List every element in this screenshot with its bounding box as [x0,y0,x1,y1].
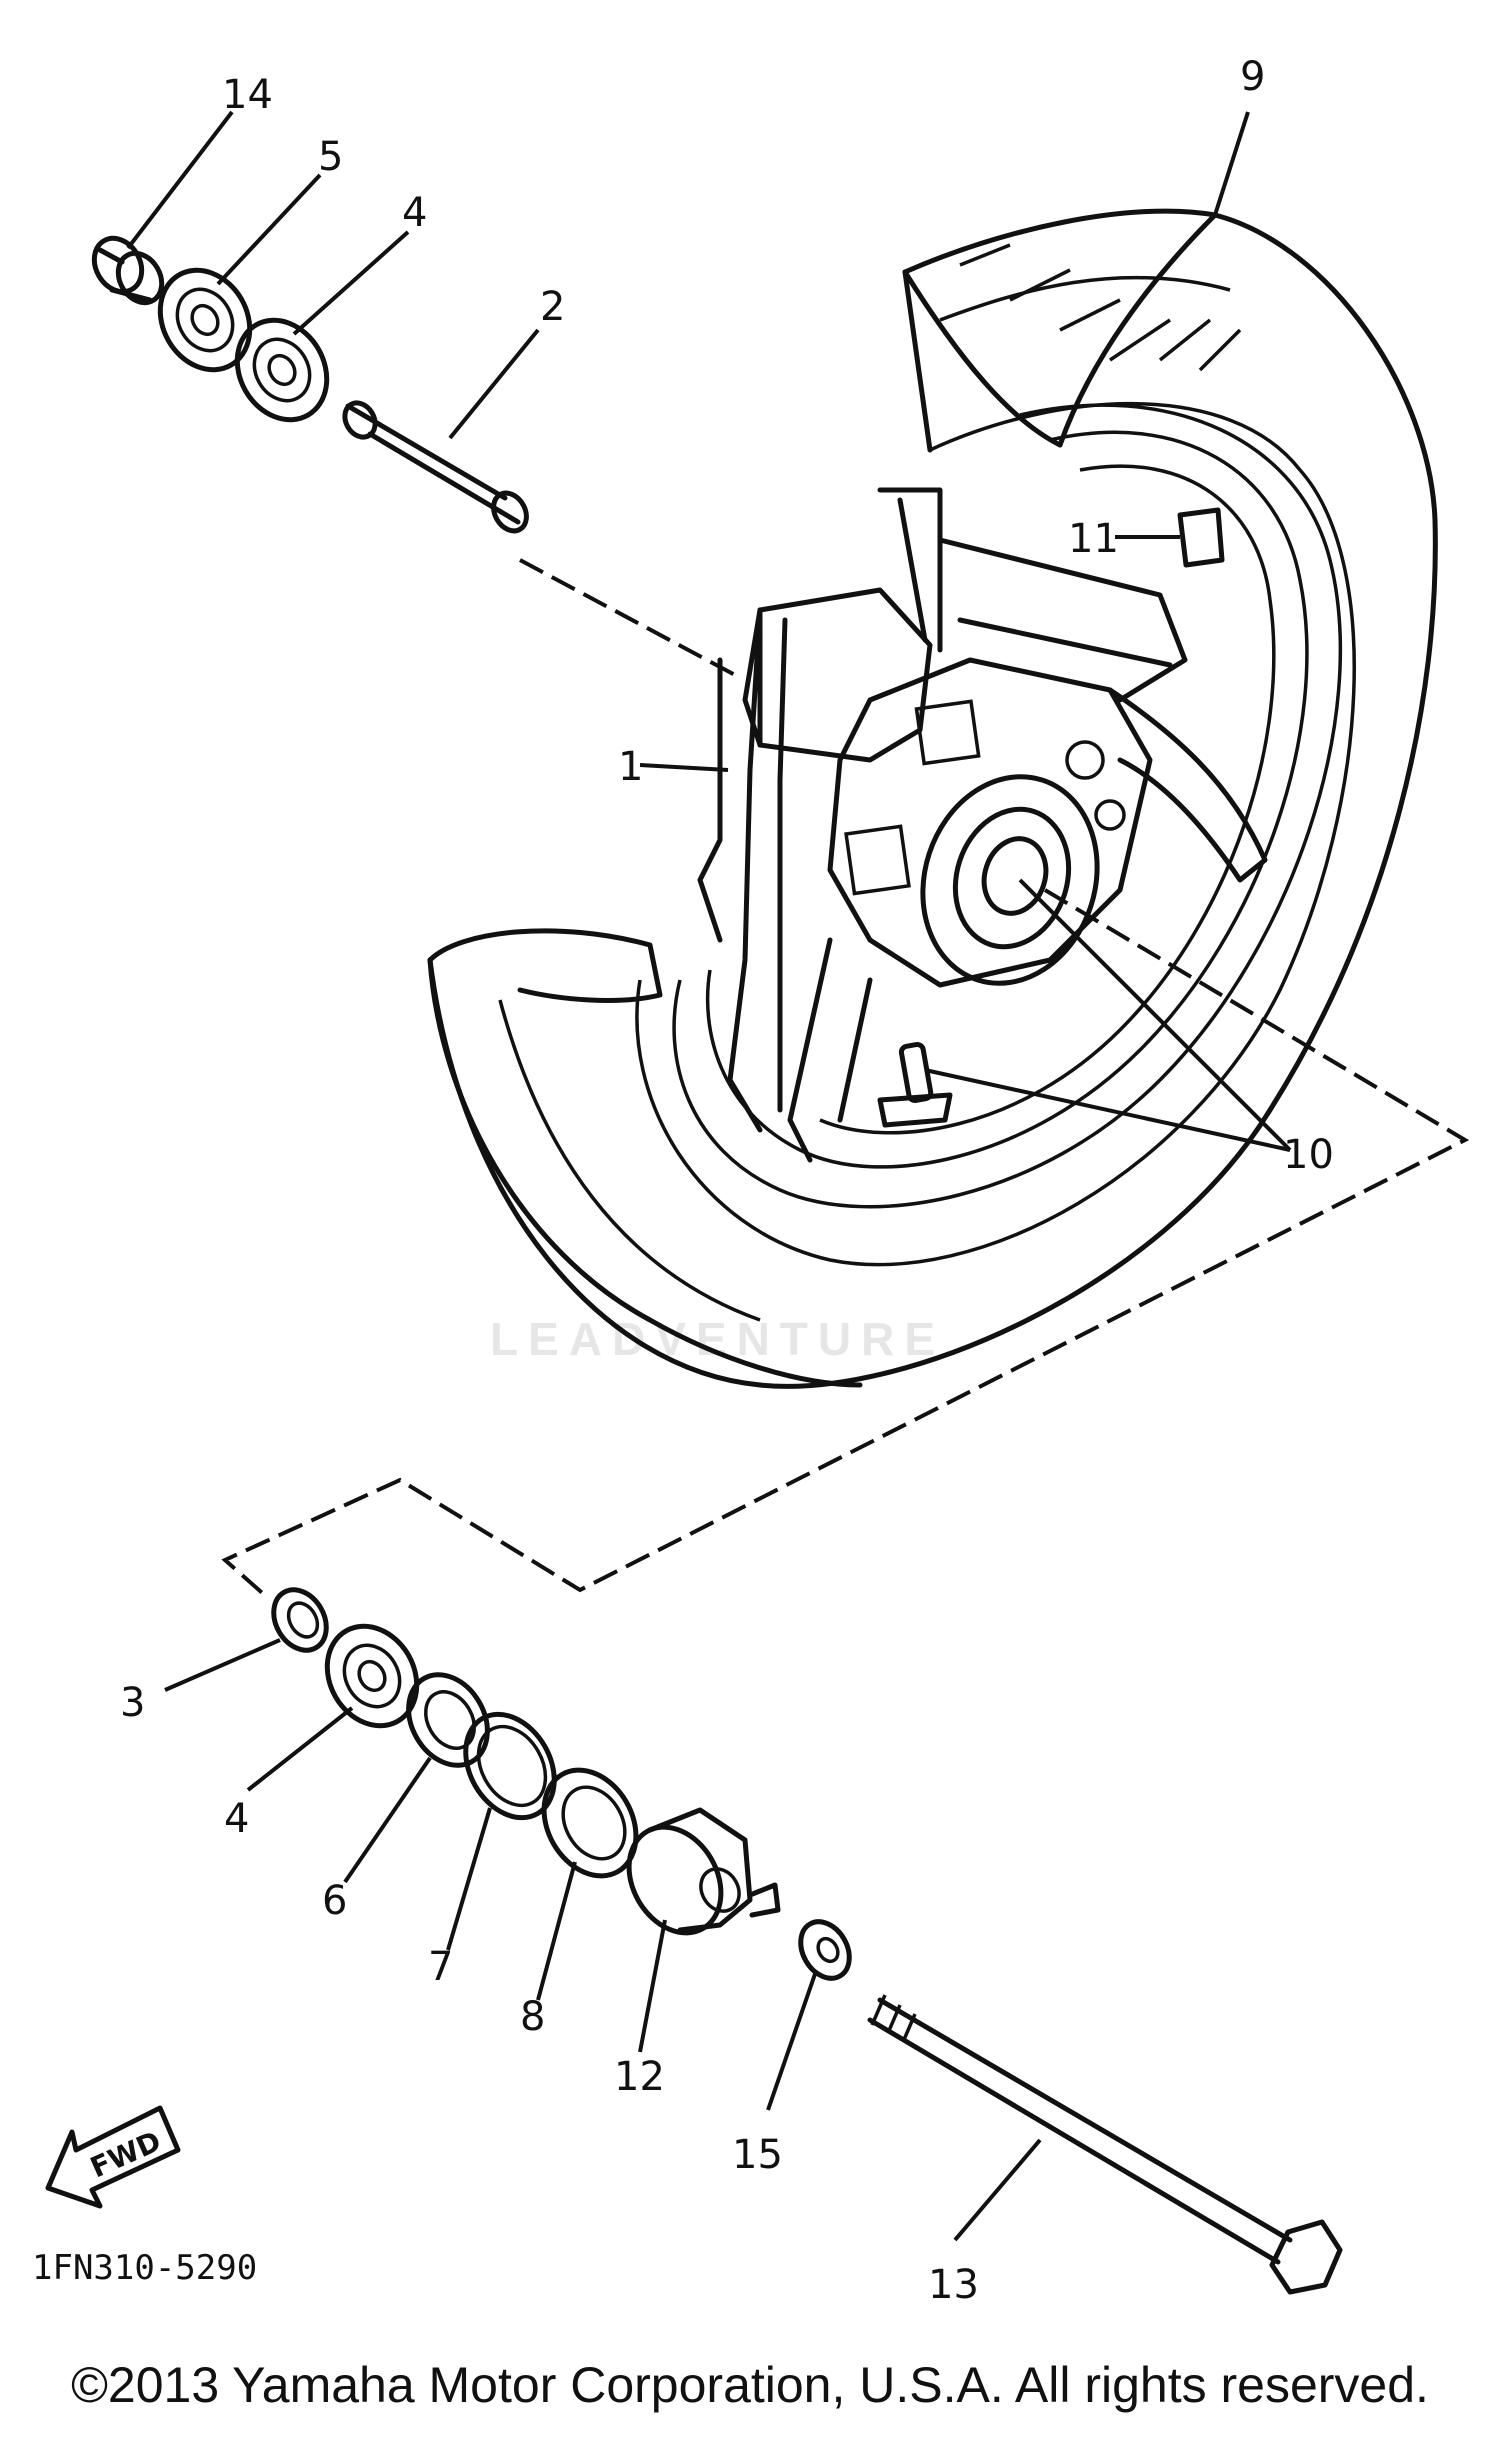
collar-14 [91,235,165,306]
fwd-arrow: FWD [45,2105,181,2209]
axle-13 [867,1994,1343,2295]
spacer-2 [342,400,529,534]
callout-5: 5 [318,134,343,180]
valve [877,1041,953,1128]
washer-7 [463,1711,557,1821]
balance-weight [1177,507,1225,568]
callout-8: 8 [520,1994,545,2040]
leader-lines [126,110,1292,2242]
bearing-5 [157,267,253,373]
callout-15: 15 [732,2132,783,2178]
meter-gear-unit-12 [626,1807,781,1936]
collar-15 [798,1919,852,1981]
callout-12: 12 [614,2054,665,2100]
callout-7: 7 [428,1944,453,1990]
bearing-4-bottom [324,1623,420,1729]
callout-4-top: 4 [402,190,427,236]
callout-11: 11 [1068,516,1119,562]
callout-2: 2 [540,284,565,330]
assembly-outline [221,558,1470,1600]
callout-9: 9 [1240,54,1265,100]
circlip-6 [406,1672,490,1768]
callout-3: 3 [120,1680,145,1726]
diagram-code: 1FN310-5290 [32,2248,258,2288]
callout-14: 14 [222,72,273,118]
copyright-notice: ©2013 Yamaha Motor Corporation, U.S.A. A… [71,2357,1429,2413]
oil-seal-3 [271,1587,329,1653]
bearing-4-top [234,317,330,423]
callout-6: 6 [322,1878,347,1924]
watermark: LEADVENTURE [490,1313,945,1365]
oil-seal-8 [541,1767,639,1879]
callout-10: 10 [1283,1132,1334,1178]
callout-1: 1 [618,744,643,790]
hub [697,487,1268,1163]
rim [672,403,1343,1209]
callout-4-bottom: 4 [224,1796,249,1842]
callout-labels: 14 5 4 2 9 11 1 10 3 4 6 7 8 12 15 13 [120,54,1334,2308]
callout-13: 13 [928,2262,979,2308]
